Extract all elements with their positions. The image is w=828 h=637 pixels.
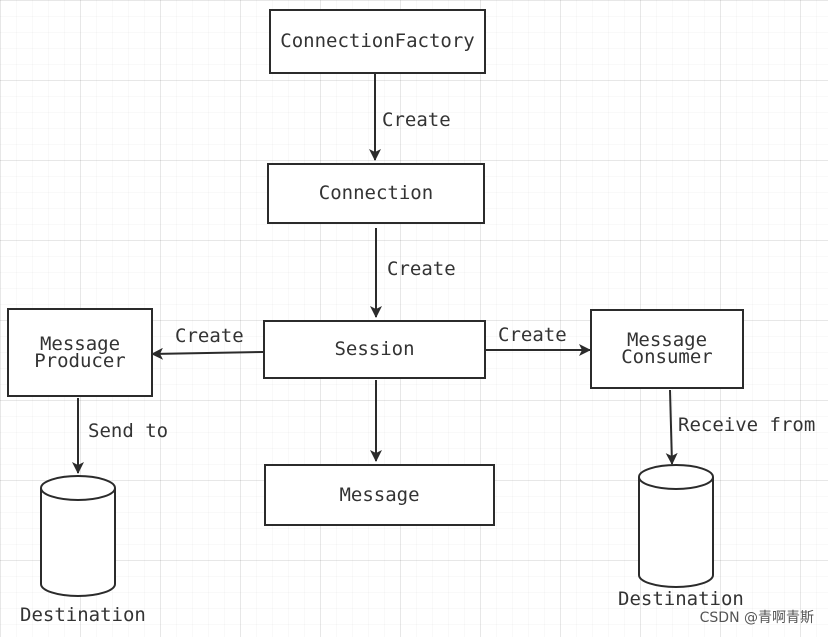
- edge-label-producer-to-destination: Send to: [88, 420, 169, 442]
- destination-right-label: Destination: [618, 588, 744, 610]
- edge-label-factory-to-connection: Create: [382, 109, 451, 131]
- message-node: Message: [264, 464, 495, 526]
- message-producer-node: Message Producer: [7, 308, 153, 397]
- edge-label-consumer-to-destination: Receive from: [678, 414, 816, 436]
- message-consumer-node: Message Consumer: [590, 309, 744, 389]
- message-label: Message: [339, 483, 420, 506]
- connection-label: Connection: [318, 182, 434, 204]
- connection-factory-label: ConnectionFactory: [280, 30, 475, 52]
- session-label: Session: [334, 338, 415, 360]
- arrow-consumer-to-destination: [665, 389, 678, 465]
- edge-label-session-to-producer: Create: [175, 325, 244, 347]
- edge-label-session-to-consumer: Create: [498, 324, 567, 346]
- connection-factory-node: ConnectionFactory: [269, 9, 486, 74]
- arrow-session-to-producer: [151, 347, 264, 360]
- message-producer-label: Message Producer: [34, 332, 126, 372]
- edge-label-connection-to-session: Create: [387, 258, 456, 280]
- destination-right-cylinder-icon: [638, 464, 714, 588]
- destination-left-label: Destination: [20, 604, 146, 626]
- session-node: Session: [263, 320, 486, 379]
- message-consumer-label: Message Consumer: [621, 329, 713, 368]
- connection-node: Connection: [267, 163, 485, 224]
- destination-left-cylinder-icon: [40, 475, 116, 597]
- watermark: CSDN @青啊青斯: [699, 610, 814, 626]
